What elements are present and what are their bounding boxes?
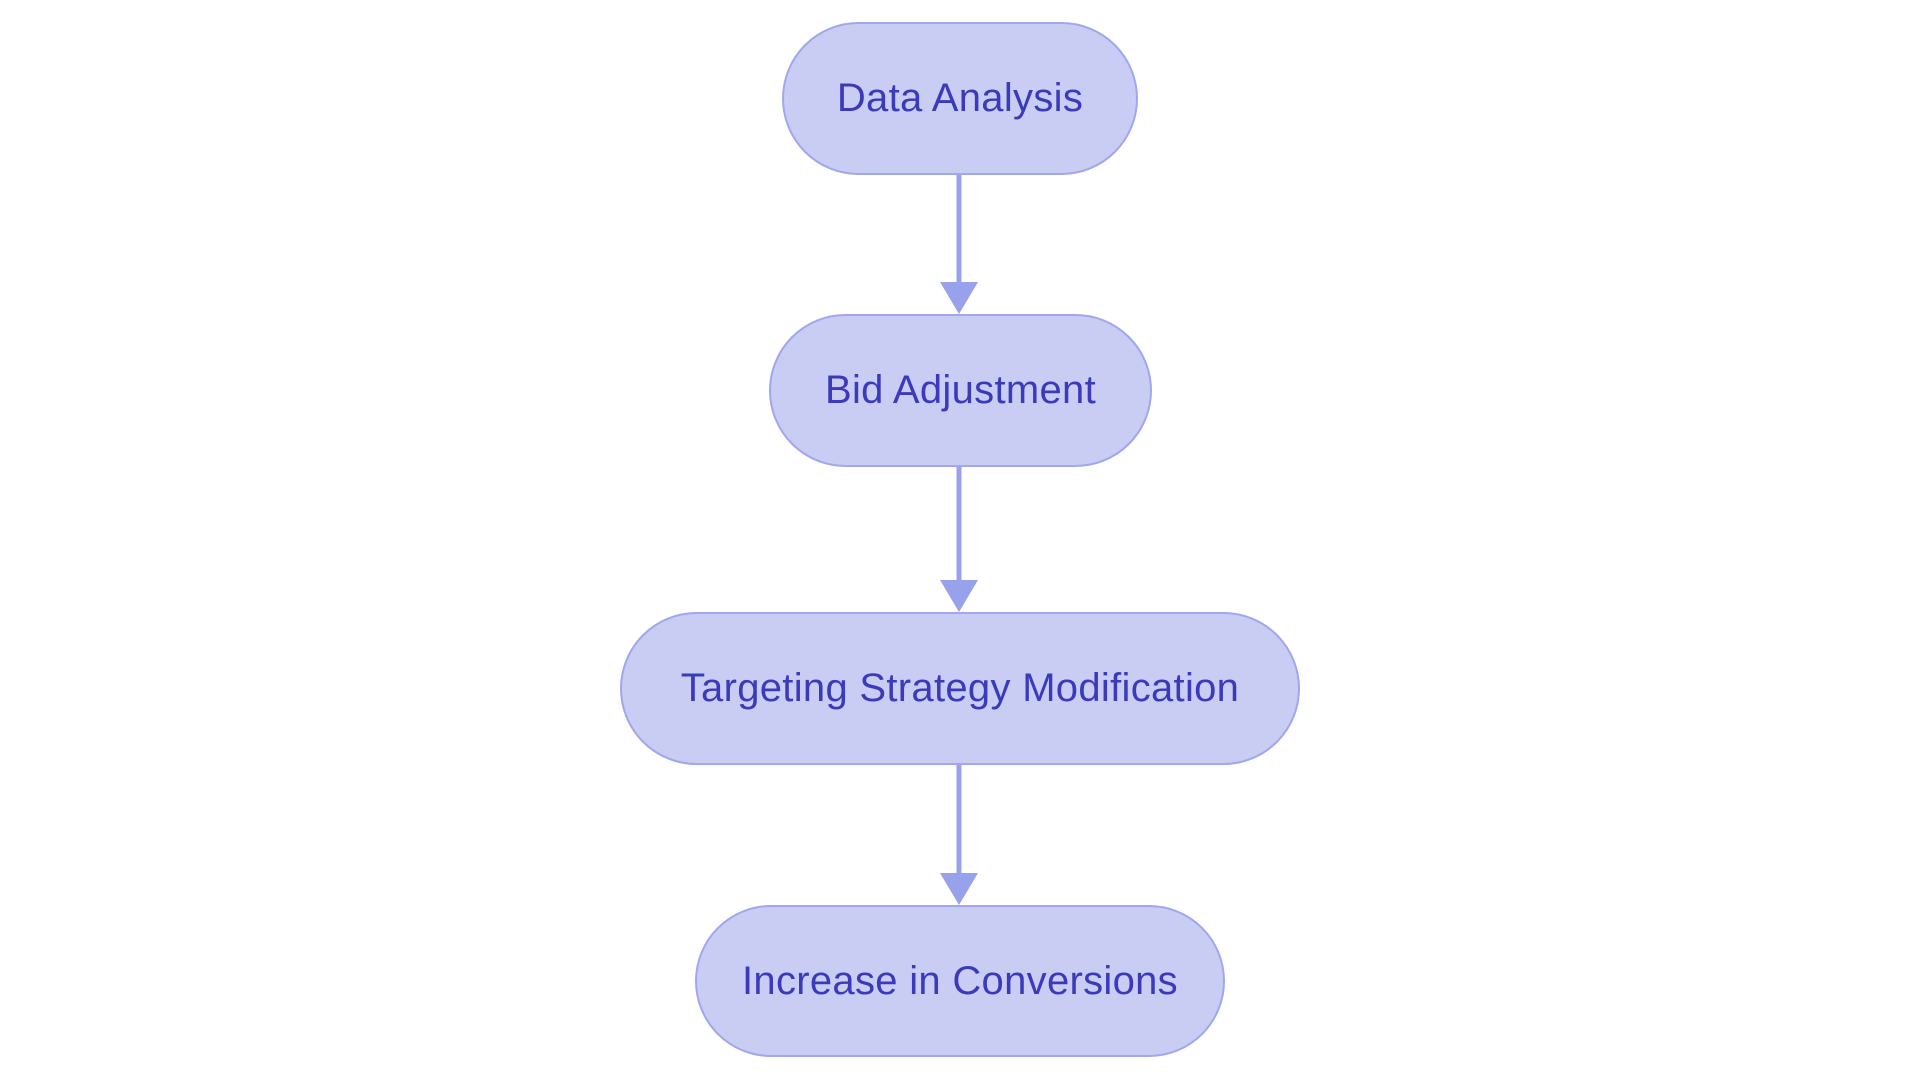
flow-node-increase-in-conversions: Increase in Conversions bbox=[695, 905, 1225, 1057]
flow-node-label: Bid Adjustment bbox=[824, 368, 1097, 412]
arrow-down-head bbox=[940, 282, 978, 314]
flow-node-targeting-strategy-modification: Targeting Strategy Modification bbox=[620, 612, 1300, 765]
arrow-line bbox=[956, 467, 962, 582]
flow-arrow-2 bbox=[940, 467, 978, 612]
flow-arrow-3 bbox=[940, 765, 978, 905]
flow-node-bid-adjustment: Bid Adjustment bbox=[769, 314, 1152, 467]
flow-node-label: Targeting Strategy Modification bbox=[680, 666, 1240, 710]
arrow-line bbox=[956, 175, 962, 284]
flow-node-label: Data Analysis bbox=[836, 76, 1084, 120]
flow-node-label: Increase in Conversions bbox=[741, 958, 1178, 1003]
arrow-line bbox=[956, 765, 962, 875]
arrow-down-head bbox=[940, 873, 978, 905]
flow-arrow-1 bbox=[940, 175, 978, 314]
flow-node-data-analysis: Data Analysis bbox=[782, 22, 1138, 175]
arrow-down-head bbox=[940, 580, 978, 612]
